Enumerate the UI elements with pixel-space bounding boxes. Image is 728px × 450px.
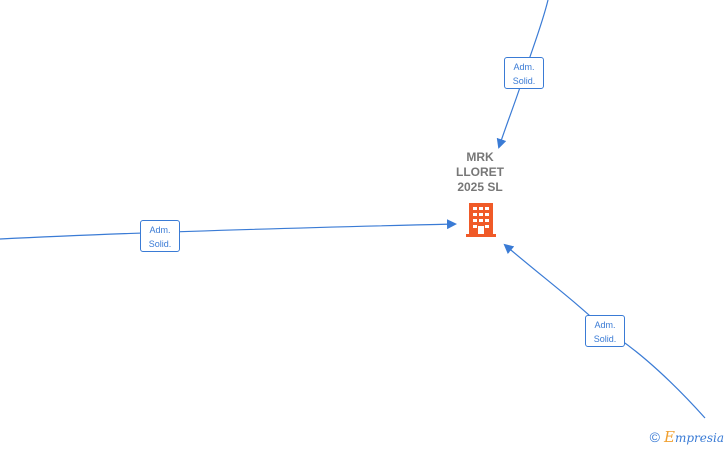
company-name[interactable]: MRK LLORET 2025 SL [456,150,504,194]
relation-role-line2: Solid. [593,334,617,344]
footer-brand: © Empresia [650,428,724,446]
relation-role-line1: Adm. [513,62,535,72]
relation-role-line1: Adm. [594,320,616,330]
relation-label-left[interactable]: Adm. Solid. [140,220,180,252]
brand-logo: Empresia [664,428,724,447]
relation-role-line2: Solid. [512,76,536,86]
relation-label-bottom-right[interactable]: Adm. Solid. [585,315,625,347]
building-icon[interactable] [466,203,496,242]
brand-name: mpresia [674,430,724,445]
relation-role-line2: Solid. [148,239,172,249]
edge-left [0,219,457,240]
copyright-icon: © [649,429,660,445]
relation-role-line1: Adm. [149,225,171,235]
relation-label-top[interactable]: Adm. Solid. [504,57,544,89]
brand-initial: E [663,427,675,446]
